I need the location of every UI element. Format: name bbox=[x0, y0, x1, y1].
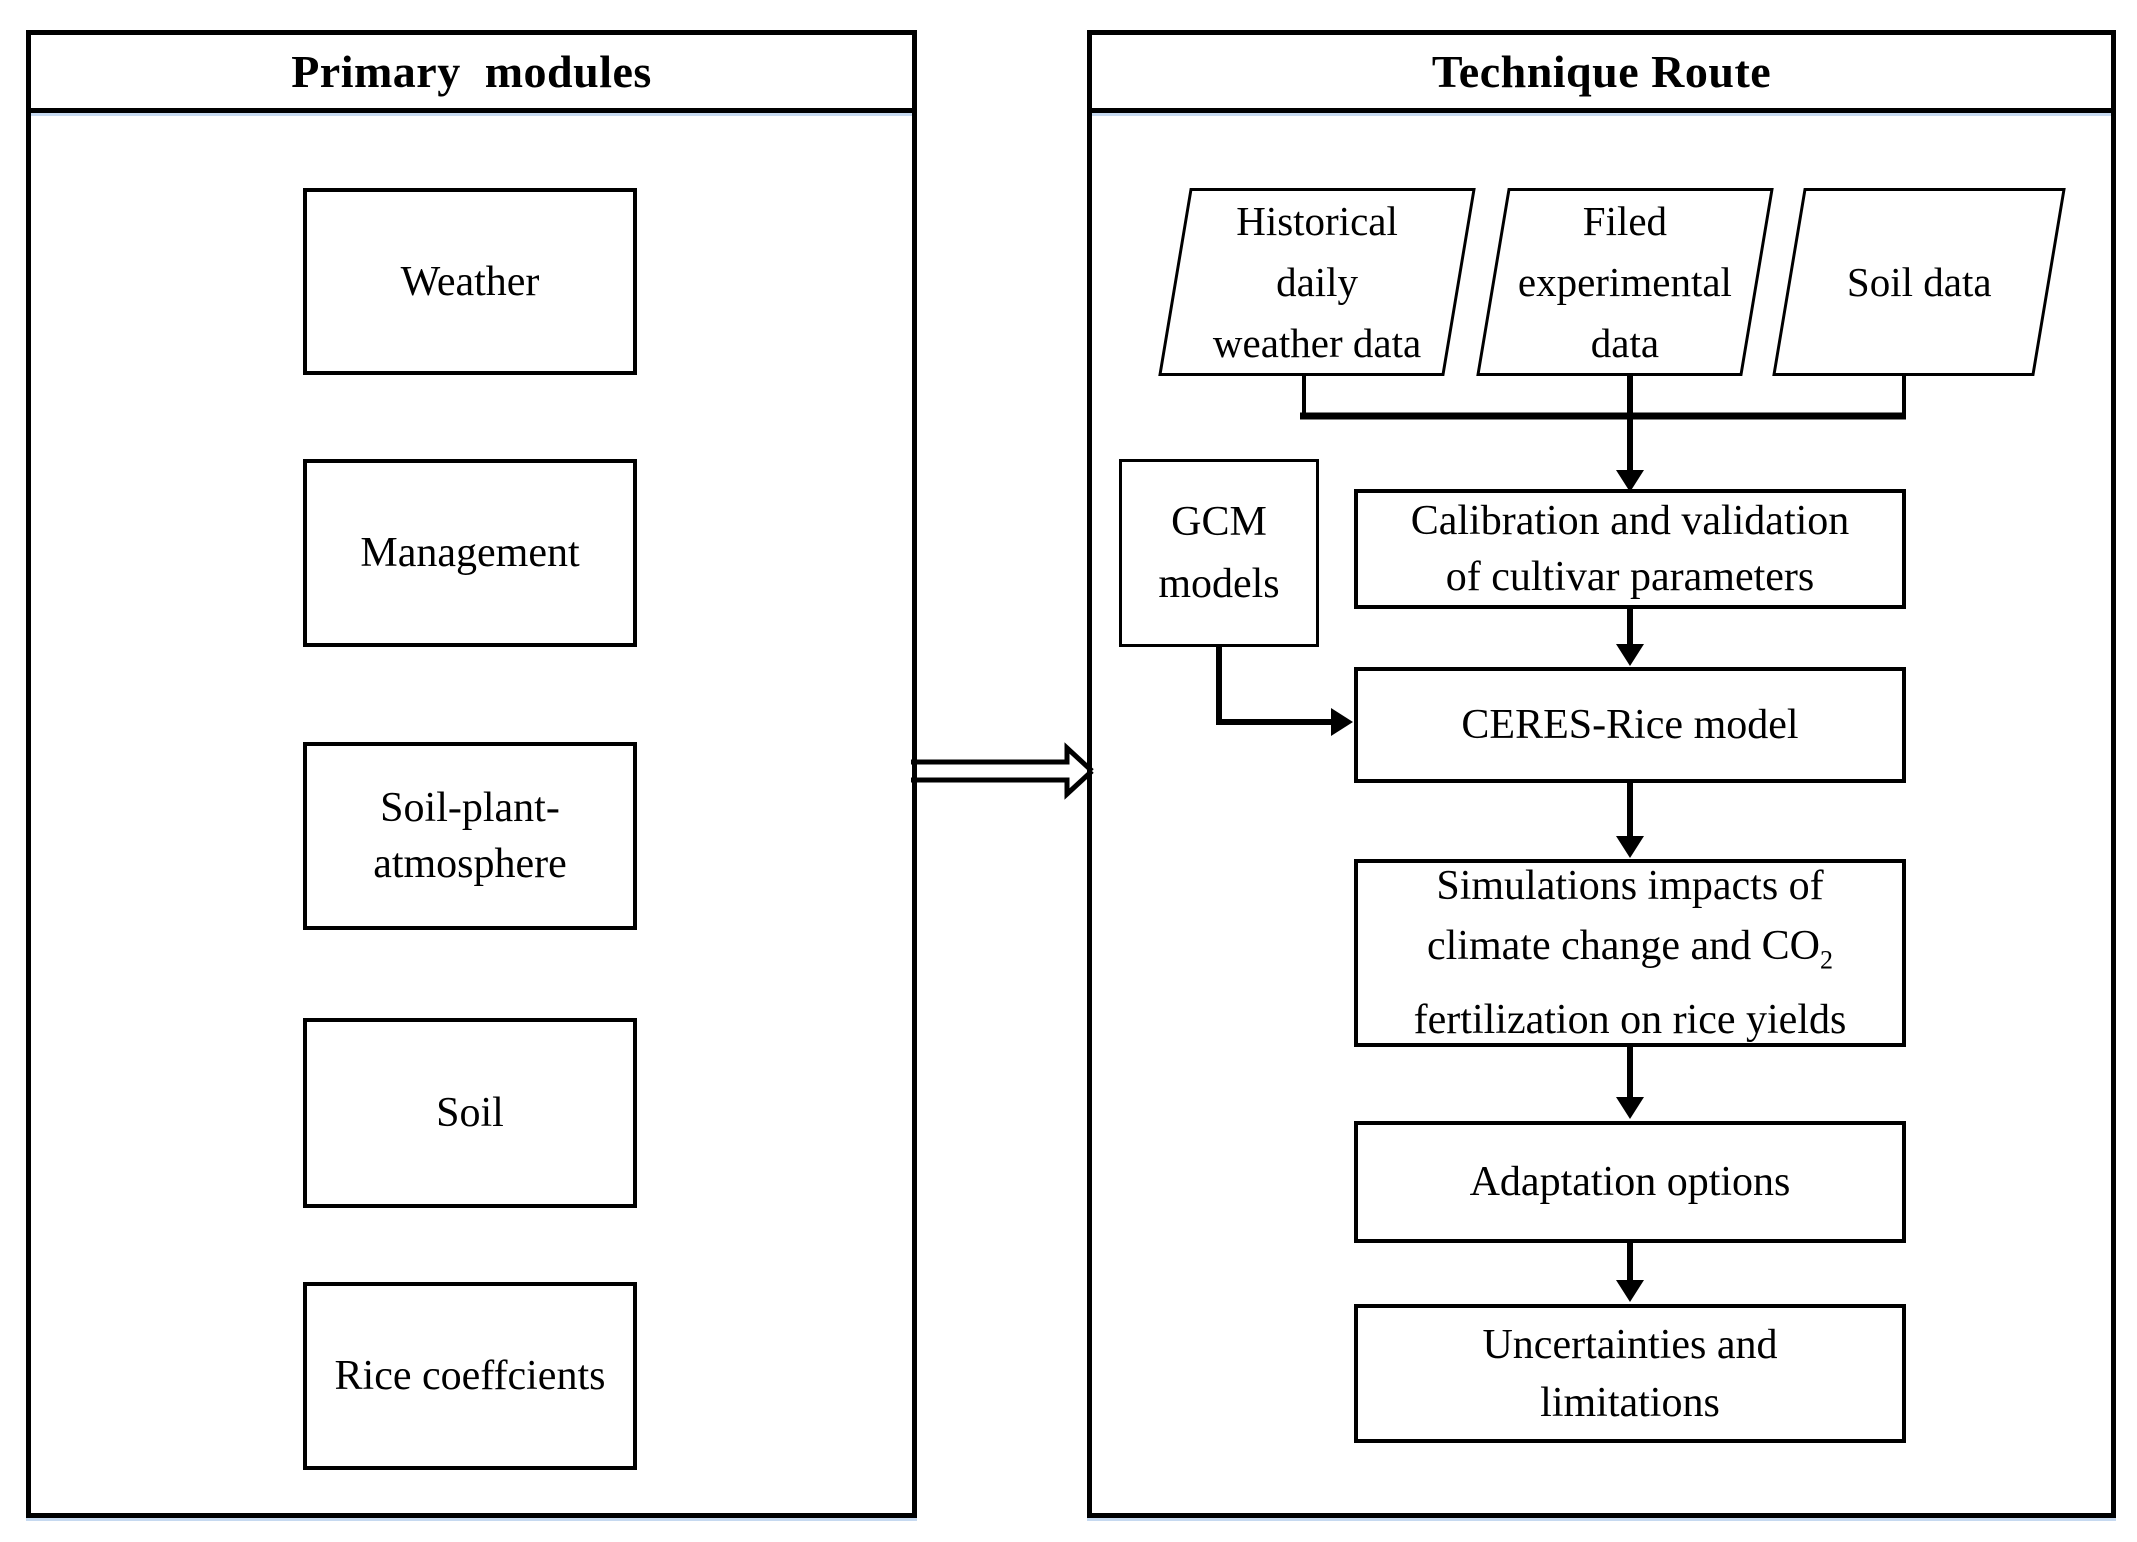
module-box-soil-plant-atmosphere: Soil-plant- atmosphere bbox=[303, 742, 637, 930]
module-label-rice-coefficients: Rice coeffcients bbox=[334, 1353, 606, 1399]
input-field-experimental-data-label: Filed experimental data bbox=[1517, 197, 1732, 366]
module-label-management: Management bbox=[360, 530, 580, 576]
module-label-weather: Weather bbox=[400, 258, 540, 305]
module-box-management: Management bbox=[303, 459, 637, 647]
gcm-models-label: GCM models bbox=[1158, 499, 1280, 607]
primary-modules-header: Primary modules bbox=[31, 35, 912, 113]
module-box-weather: Weather bbox=[303, 188, 637, 375]
gcm-models-box: GCM models bbox=[1119, 459, 1319, 647]
module-box-rice-coefficients: Rice coeffcients bbox=[303, 1282, 637, 1470]
input-historical-weather-data-label: Historical daily weather data bbox=[1212, 197, 1422, 366]
input-field-experimental-data: Filed experimental data bbox=[1476, 188, 1774, 376]
step-calibration-box: Calibration and validation of cultivar p… bbox=[1354, 489, 1906, 609]
step-adaptation-options-label: Adaptation options bbox=[1469, 1159, 1791, 1205]
technique-route-header: Technique Route bbox=[1092, 35, 2111, 113]
step-simulations-label: Simulations impacts of climate change an… bbox=[1414, 856, 1847, 1050]
input-soil-data-label: Soil data bbox=[1846, 258, 1992, 305]
step-ceres-rice-model-box: CERES-Rice model bbox=[1354, 667, 1906, 783]
co2-subscript: 2 bbox=[1820, 945, 1834, 975]
primary-modules-title: Primary modules bbox=[291, 46, 652, 97]
module-box-soil: Soil bbox=[303, 1018, 637, 1208]
step-uncertainties-label: Uncertainties and limitations bbox=[1482, 1321, 1778, 1426]
step-simulations-line1: Simulations impacts of bbox=[1436, 862, 1824, 909]
step-simulations-box: Simulations impacts of climate change an… bbox=[1354, 859, 1906, 1047]
input-historical-weather-data: Historical daily weather data bbox=[1158, 188, 1476, 376]
step-uncertainties-box: Uncertainties and limitations bbox=[1354, 1304, 1906, 1443]
step-adaptation-options-box: Adaptation options bbox=[1354, 1121, 1906, 1243]
step-ceres-rice-model-label: CERES-Rice model bbox=[1461, 702, 1799, 748]
step-calibration-label: Calibration and validation of cultivar p… bbox=[1410, 498, 1850, 600]
input-soil-data: Soil data bbox=[1772, 188, 2066, 376]
technique-route-title: Technique Route bbox=[1431, 46, 1772, 97]
module-label-soil-plant-atmosphere: Soil-plant- atmosphere bbox=[373, 785, 567, 887]
step-simulations-line2-text: climate change and CO bbox=[1426, 922, 1820, 969]
module-label-soil: Soil bbox=[436, 1090, 504, 1136]
step-simulations-line2: climate change and CO2 bbox=[1414, 916, 1847, 990]
panels-double-arrow bbox=[911, 742, 1094, 800]
step-simulations-line3: fertilization on rice yields bbox=[1413, 997, 1847, 1044]
